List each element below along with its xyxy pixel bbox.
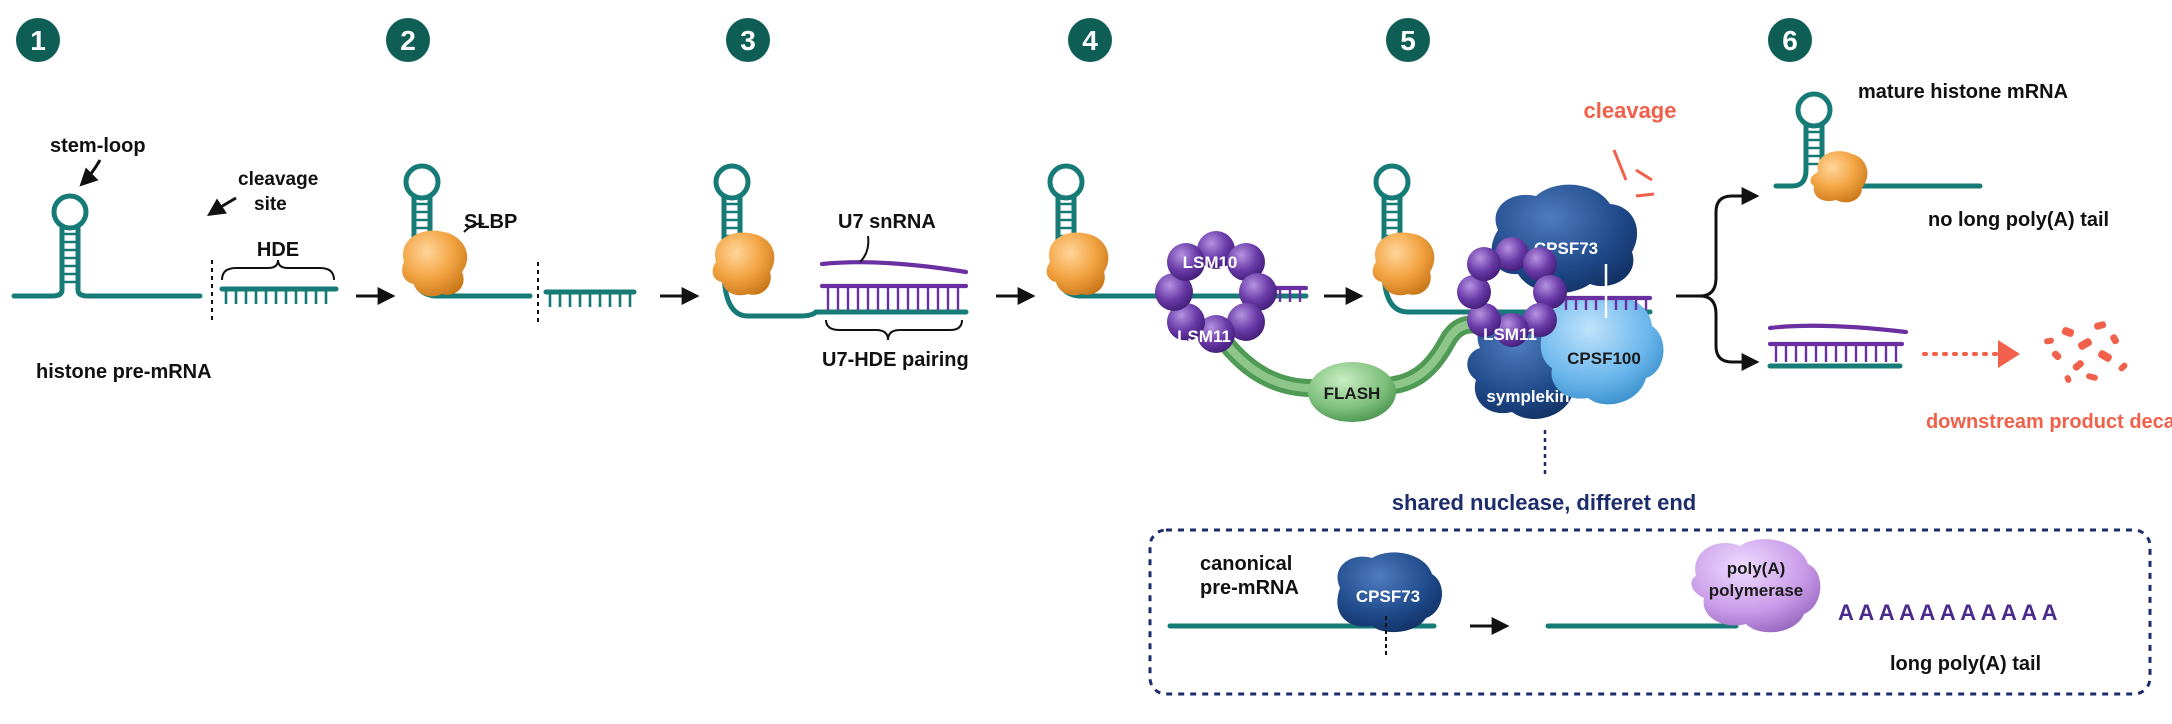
step2-panel: SLBP bbox=[402, 163, 637, 324]
slbp-protein-icon bbox=[1810, 151, 1868, 203]
flash-protein-icon bbox=[1308, 362, 1396, 422]
lsm-ring-icon bbox=[1155, 231, 1277, 353]
cpsf100-label: CPSF100 bbox=[1567, 349, 1641, 368]
u7-hde-pairing-label: U7-HDE pairing bbox=[822, 349, 969, 371]
polya-tail-sequence: A A A A A A A A A A A bbox=[1838, 600, 2058, 625]
u7-snrna-strand bbox=[819, 260, 969, 275]
slbp-protein-icon bbox=[1046, 232, 1109, 296]
stem-loop-icon bbox=[11, 193, 203, 299]
svg-text:2: 2 bbox=[400, 25, 416, 56]
step-badge-4: 4 bbox=[1068, 18, 1112, 62]
canonical-cpsf73-label: CPSF73 bbox=[1356, 587, 1420, 606]
step3-panel: U7 snRNA U7-HDE pairing bbox=[712, 163, 969, 371]
stem-loop-label: stem-loop bbox=[50, 135, 146, 157]
u7-snrna-label: U7 snRNA bbox=[838, 211, 936, 233]
step-badge-6: 6 bbox=[1768, 18, 1812, 62]
cleavage-site-label-2: site bbox=[254, 194, 287, 215]
lsm11-label: LSM11 bbox=[1483, 325, 1537, 344]
shared-nuclease-caption: shared nuclease, differet end bbox=[1392, 490, 1696, 515]
step-badge-5: 5 bbox=[1386, 18, 1430, 62]
cleavage-site-pointer-icon bbox=[207, 196, 237, 216]
histone-pre-mrna-label: histone pre-mRNA bbox=[36, 361, 212, 383]
svg-text:3: 3 bbox=[740, 25, 756, 56]
lsm-ring-icon bbox=[1457, 237, 1567, 347]
svg-text:1: 1 bbox=[30, 25, 46, 56]
long-polya-tail-label: long poly(A) tail bbox=[1890, 653, 2041, 675]
step-badge-3: 3 bbox=[726, 18, 770, 62]
shared-nuclease-panel: shared nuclease, differet end canonical … bbox=[1148, 490, 2152, 696]
step5-panel: symplekin CPSF100 CPSF73 LSM11 cleavage bbox=[1372, 98, 1677, 478]
svg-text:6: 6 bbox=[1782, 25, 1798, 56]
step4-panel: FLASH LSM10 LSM11 bbox=[1046, 163, 1489, 422]
slbp-protein-icon bbox=[402, 230, 468, 297]
polya-polymerase-label-2: polymerase bbox=[1709, 581, 1804, 600]
decay-label: downstream product decay bbox=[1926, 411, 2172, 433]
step-badge-1: 1 bbox=[16, 18, 60, 62]
decay-fragments-icon bbox=[2044, 321, 2128, 383]
branch-arrow-up-icon bbox=[1676, 187, 1760, 298]
hde-label: HDE bbox=[257, 239, 299, 261]
polya-polymerase-label-1: poly(A) bbox=[1727, 559, 1786, 578]
slbp-protein-icon bbox=[712, 232, 775, 296]
svg-text:5: 5 bbox=[1400, 25, 1416, 56]
cpsf100-protein-icon bbox=[1540, 296, 1664, 405]
slbp-label: SLBP bbox=[464, 211, 517, 233]
canonical-label-2: pre-mRNA bbox=[1200, 577, 1299, 599]
cleavage-burst-icon bbox=[1612, 149, 1655, 198]
cleavage-label: cleavage bbox=[1584, 98, 1677, 123]
decay-arrowhead-icon bbox=[1998, 340, 2020, 368]
step1-panel: stem-loop cleavage site HDE histone pre-… bbox=[11, 135, 339, 383]
u7-hde-bracket bbox=[825, 319, 963, 341]
lsm10-label: LSM10 bbox=[1183, 253, 1238, 272]
mature-histone-mrna-label: mature histone mRNA bbox=[1858, 81, 2068, 103]
slbp-protein-icon bbox=[1372, 232, 1435, 296]
flash-label: FLASH bbox=[1324, 384, 1381, 403]
lsm11-label: LSM11 bbox=[1177, 327, 1231, 346]
svg-text:4: 4 bbox=[1082, 25, 1098, 56]
cpsf73-protein-icon bbox=[1337, 552, 1443, 633]
step-badge-2: 2 bbox=[386, 18, 430, 62]
no-long-tail-label: no long poly(A) tail bbox=[1928, 209, 2109, 231]
polya-polymerase-protein-icon bbox=[1691, 539, 1821, 633]
cleavage-site-label-1: cleavage bbox=[238, 169, 318, 190]
canonical-label-1: canonical bbox=[1200, 553, 1292, 575]
step6-panel: mature histone mRNA no long poly(A) tail… bbox=[1767, 81, 2172, 433]
symplekin-label: symplekin bbox=[1486, 387, 1569, 406]
branch-arrow-down-icon bbox=[1699, 294, 1760, 371]
shared-nuclease-box bbox=[1148, 528, 2152, 696]
hde-bracket bbox=[221, 259, 335, 281]
stem-loop-pointer-icon bbox=[79, 159, 102, 187]
